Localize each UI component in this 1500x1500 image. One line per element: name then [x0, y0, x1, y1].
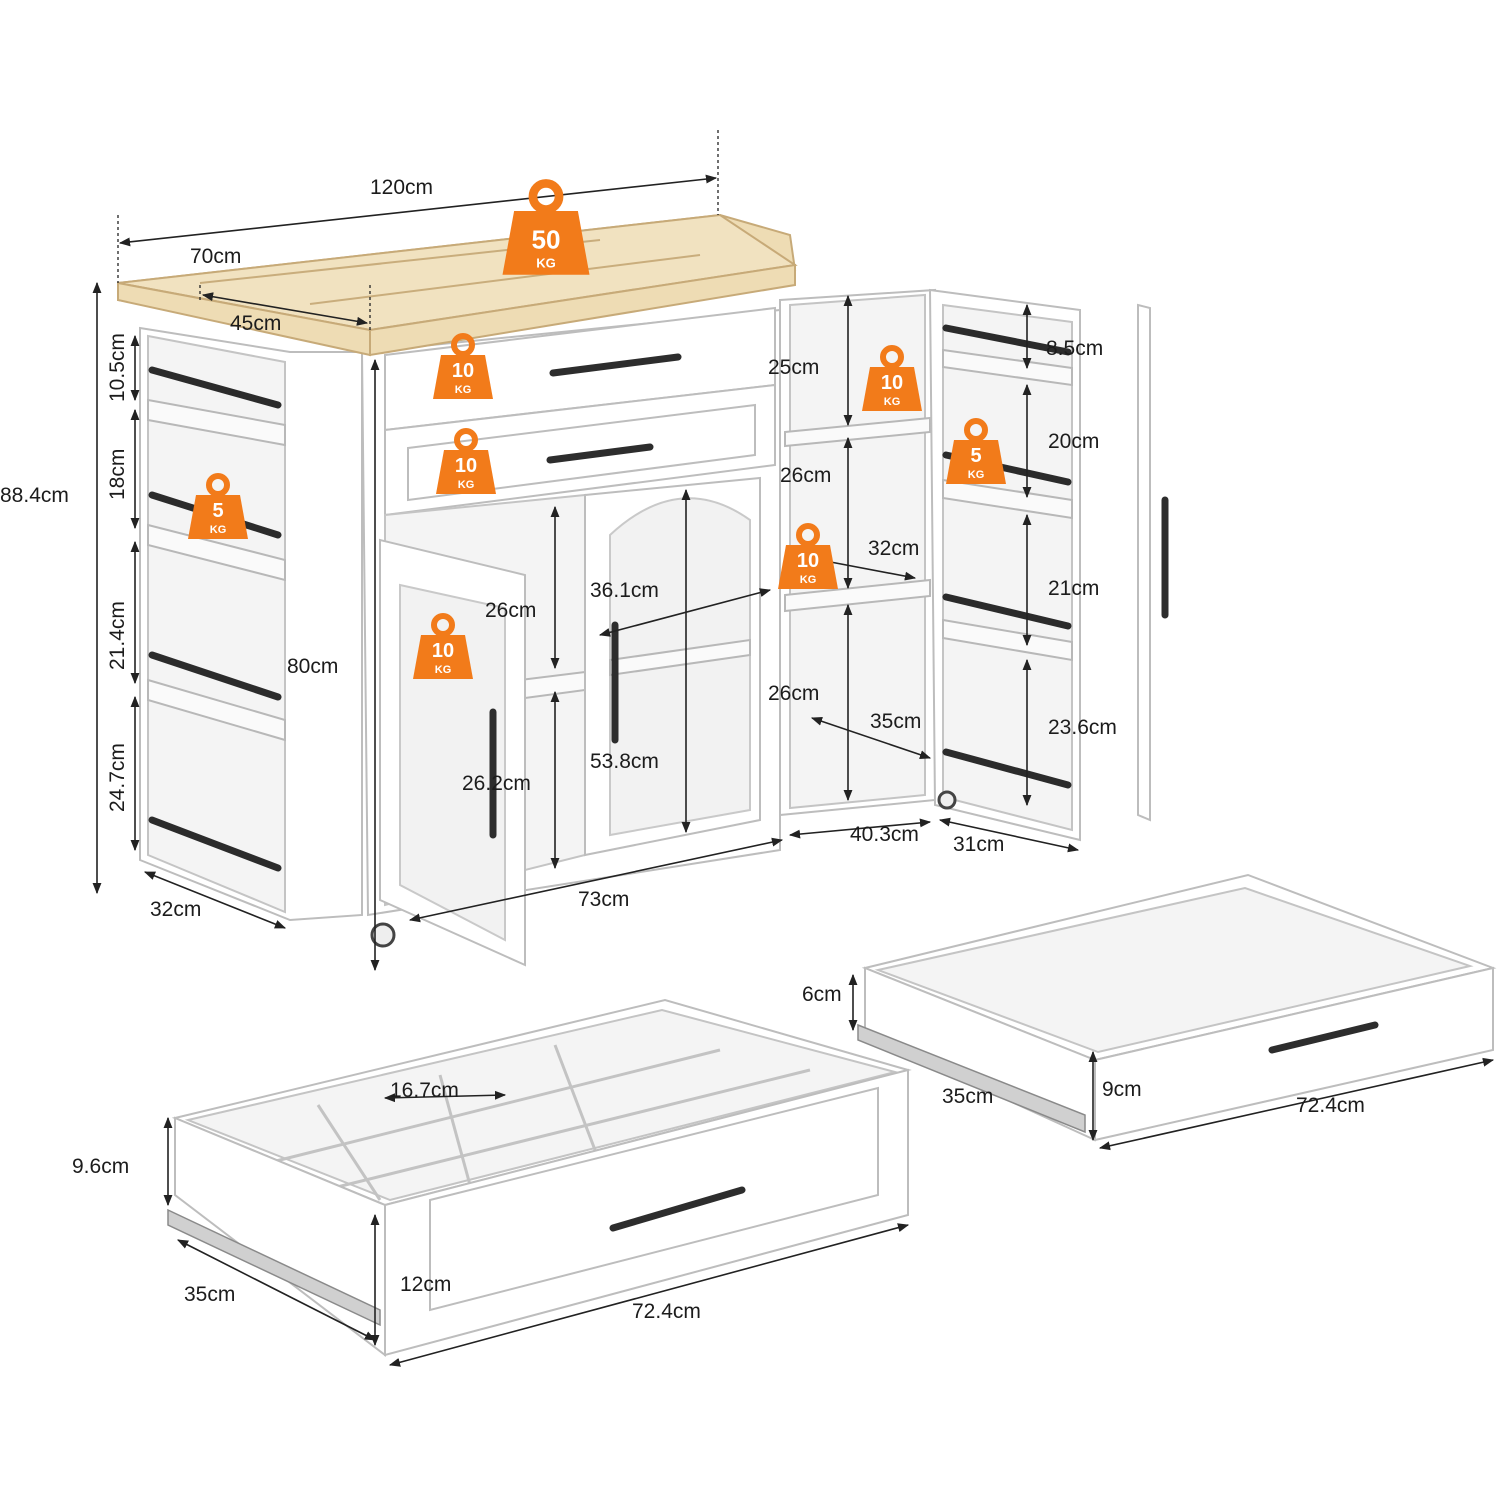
svg-text:10: 10	[455, 455, 477, 477]
weight-badge-5kg-door-rack: 5 KG	[946, 418, 1006, 484]
open-shelf-unit	[779, 288, 936, 817]
weight-badge-10kg-lower-drawer: 10 KG	[436, 428, 496, 494]
svg-text:KG: KG	[435, 664, 452, 676]
label-divider-front: 12cm	[400, 1273, 451, 1296]
weight-badge-10kg-open-shelf-top: 10 KG	[862, 345, 922, 411]
label-open-mid: 26cm	[780, 464, 831, 487]
rack-rail	[148, 366, 282, 409]
label-cab-shelf-upper: 26cm	[485, 599, 536, 622]
glass-cabinet-door[interactable]	[584, 476, 761, 857]
dimension-lines	[92, 130, 1080, 972]
drawer-handle[interactable]	[546, 443, 654, 464]
label-body-height: 80cm	[287, 655, 338, 678]
plain-drawer-dimensions	[848, 973, 1495, 1151]
svg-text:KG: KG	[800, 574, 817, 586]
label-open-low: 26cm	[768, 682, 819, 705]
label-side-depth: 32cm	[150, 898, 201, 921]
door-rack-rail	[942, 748, 1072, 789]
weight-badge-10kg-cabinet-shelf: 10 KG	[413, 613, 473, 679]
svg-text:10: 10	[797, 550, 819, 572]
svg-text:KG: KG	[458, 479, 475, 491]
svg-text:KG: KG	[536, 256, 556, 271]
label-total-height: 88.4cm	[0, 484, 69, 507]
label-cab-inner-width: 36.1cm	[590, 579, 659, 602]
label-top-depth: 70cm	[190, 245, 241, 268]
label-side-h4: 24.7cm	[106, 743, 129, 812]
svg-text:5: 5	[212, 500, 223, 522]
label-plain-width: 72.4cm	[1296, 1094, 1365, 1117]
svg-text:50: 50	[531, 225, 560, 255]
weight-badge-5kg-side-rack: 5 KG	[188, 473, 248, 539]
label-cab-inner-height: 53.8cm	[590, 750, 659, 773]
drawer-handle[interactable]	[1268, 1021, 1379, 1054]
drawer-handle[interactable]	[549, 353, 682, 377]
svg-text:10: 10	[881, 372, 903, 394]
dimension-labels: 120cm 70cm 45cm 88.4cm 10.5cm 18cm 21.4c…	[0, 176, 1365, 1323]
label-open-depth-top: 32cm	[868, 537, 919, 560]
svg-text:KG: KG	[968, 469, 985, 481]
svg-text:5: 5	[970, 445, 981, 467]
weight-badge-50kg: 50 KG	[502, 179, 590, 275]
rack-rail	[148, 651, 282, 701]
divider-drawer-detail[interactable]	[167, 998, 912, 1358]
label-top-width: 120cm	[370, 176, 433, 199]
svg-text:KG: KG	[884, 396, 901, 408]
right-cabinet-door[interactable]	[928, 288, 1169, 842]
door-rack-rail	[942, 324, 1072, 356]
label-cab-shelf-lower: 26.2cm	[462, 772, 531, 795]
rack-rail	[148, 816, 282, 872]
caster-wheel	[937, 790, 957, 810]
label-door-h2: 20cm	[1048, 430, 1099, 453]
label-open-top: 25cm	[768, 356, 819, 379]
label-body-width: 73cm	[578, 888, 629, 911]
label-open-width: 40.3cm	[850, 823, 919, 846]
svg-text:10: 10	[432, 640, 454, 662]
label-plain-depth: 35cm	[942, 1085, 993, 1108]
label-side-h3: 21.4cm	[106, 601, 129, 670]
svg-text:KG: KG	[210, 524, 227, 536]
label-plain-inner: 6cm	[802, 983, 842, 1006]
drawer-dividers	[271, 1044, 811, 1201]
label-divider-height: 9.6cm	[72, 1155, 129, 1178]
drawer-handle[interactable]	[609, 1186, 746, 1232]
label-door-h1: 8.5cm	[1046, 337, 1103, 360]
label-divider-depth: 35cm	[184, 1283, 235, 1306]
svg-text:KG: KG	[455, 384, 472, 396]
label-divider-cell: 16.7cm	[390, 1079, 459, 1102]
label-door-h4: 23.6cm	[1048, 716, 1117, 739]
weight-badge-10kg-open-shelf-mid: 10 KG	[778, 523, 838, 589]
divider-drawer-dimensions	[163, 1090, 910, 1367]
drawer-slide-rail	[857, 1023, 1086, 1134]
label-leaf-depth: 45cm	[230, 312, 281, 335]
label-door-h3: 21cm	[1048, 577, 1099, 600]
label-side-h2: 18cm	[106, 449, 129, 500]
label-plain-front: 9cm	[1102, 1078, 1142, 1101]
weight-badge-10kg-upper-drawer: 10 KG	[433, 333, 493, 399]
door-rack-rail	[942, 593, 1072, 630]
label-open-depth-low: 35cm	[870, 710, 921, 733]
label-door-width: 31cm	[953, 833, 1004, 856]
svg-text:10: 10	[452, 360, 474, 382]
label-divider-width: 72.4cm	[632, 1300, 701, 1323]
label-side-h1: 10.5cm	[106, 333, 129, 402]
left-side-rack	[139, 326, 363, 922]
